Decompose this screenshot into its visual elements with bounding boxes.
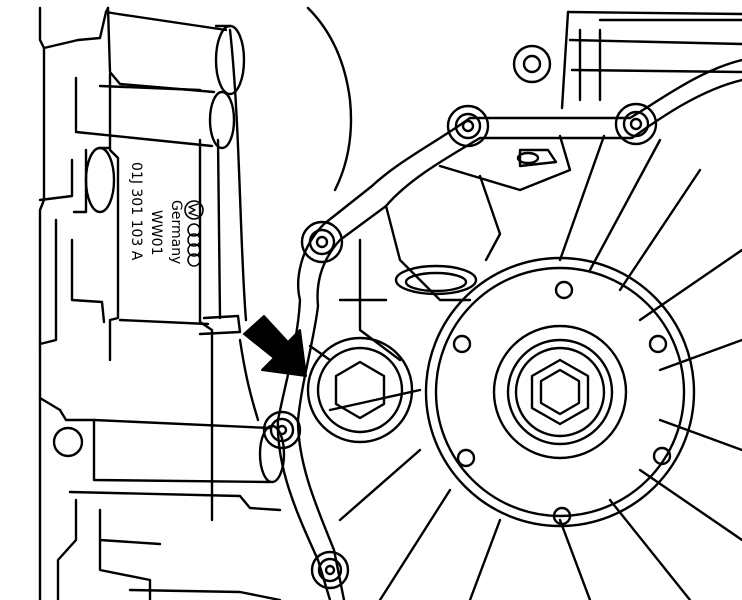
- casting-line-country: Germany: [168, 200, 184, 264]
- casting-marking: Germany WW01 01J 301 103 A: [128, 162, 204, 267]
- left-housing: [38, 6, 353, 600]
- arrow-pointer-icon: [243, 315, 307, 377]
- four-rings-logo-icon: [187, 223, 201, 267]
- bolt-left-upper: [300, 220, 344, 264]
- hex-plug: [306, 336, 414, 444]
- drive-hub: [424, 256, 696, 528]
- flange-bolts: [262, 102, 658, 590]
- bolt-left-lower: [310, 550, 350, 590]
- bolt-top-left: [446, 104, 490, 148]
- casting-line-code: WW01: [148, 210, 164, 256]
- flange: [276, 10, 742, 600]
- vw-logo-icon: [184, 200, 204, 220]
- bolt-top-right: [614, 102, 658, 146]
- bolt-left-middle: [262, 410, 302, 450]
- casting-line-part-number: 01J 301 103 A: [128, 162, 144, 261]
